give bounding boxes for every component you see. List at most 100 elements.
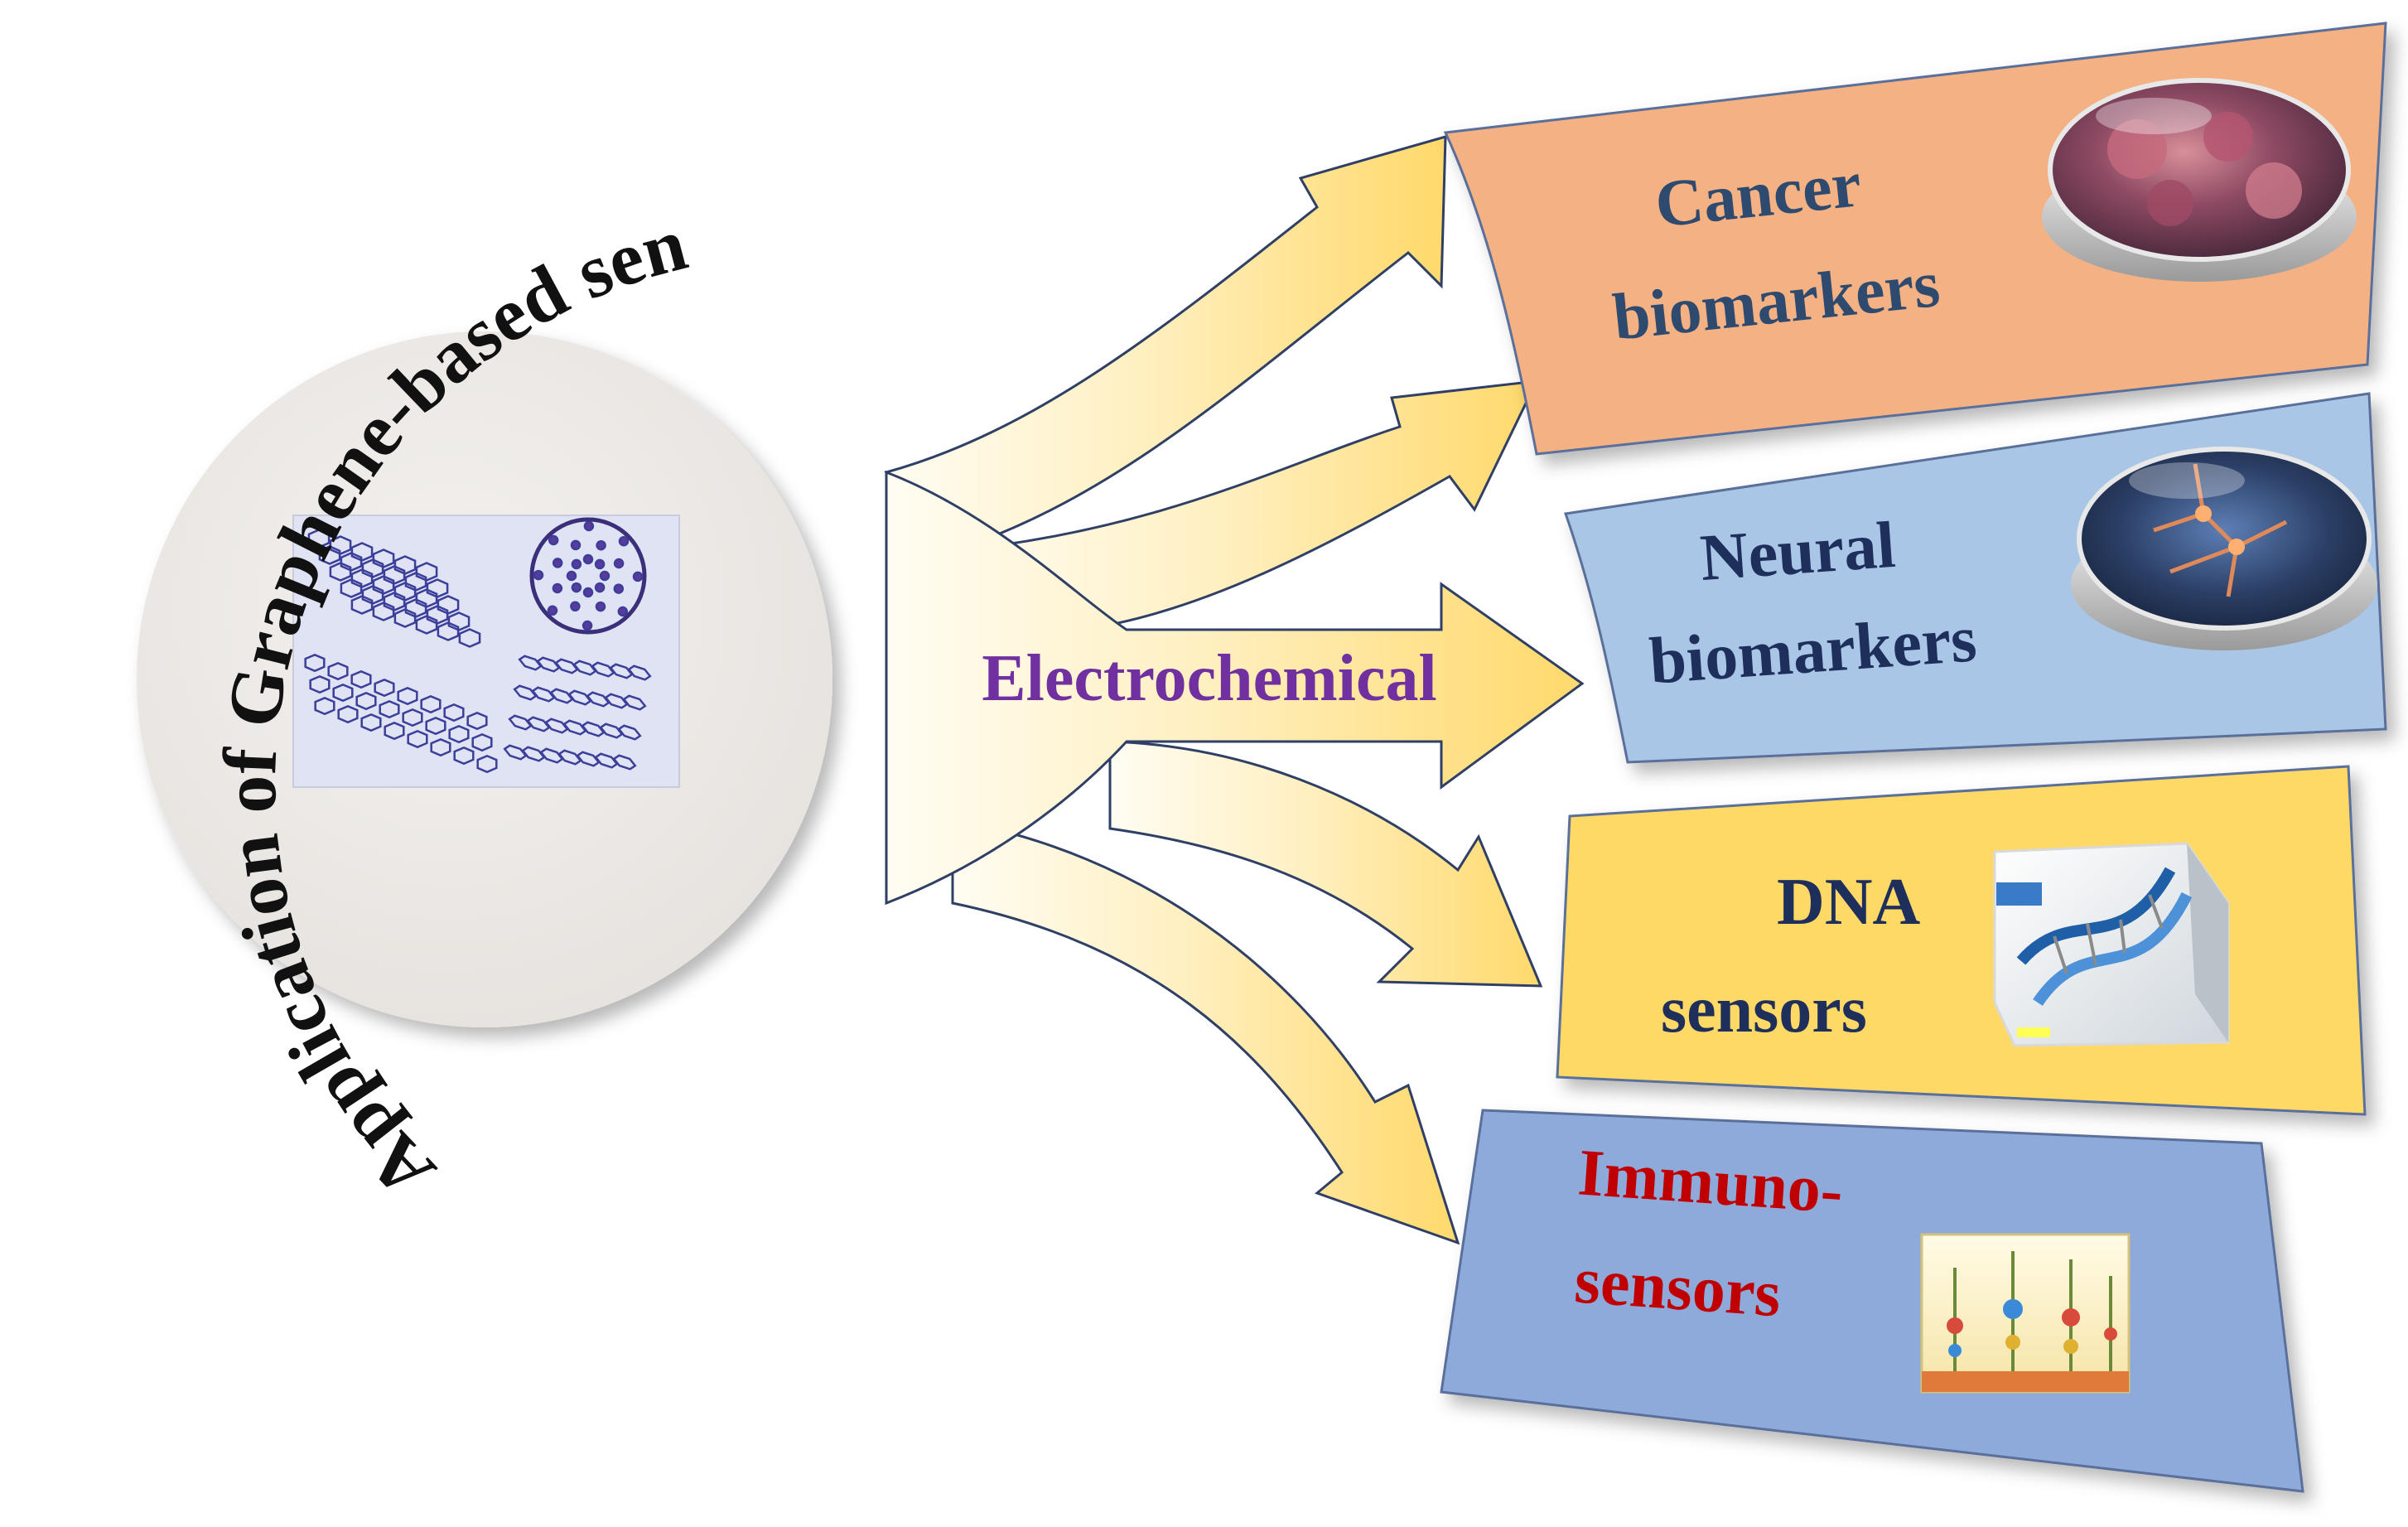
fullerene-atom xyxy=(594,558,606,570)
lattice-hexagon xyxy=(466,711,488,731)
lattice-hexagon xyxy=(581,721,606,737)
immunosensor-electrode-icon xyxy=(1920,1233,2131,1394)
lattice-hexagon xyxy=(526,716,551,732)
lattice-hexagon xyxy=(557,749,582,766)
lattice-hexagon xyxy=(567,689,592,706)
lattice-hexagon xyxy=(437,621,460,641)
lattice-hexagon xyxy=(384,721,405,741)
lattice-hexagon xyxy=(609,663,634,679)
card-immuno-line2: sensors xyxy=(1572,1244,1783,1331)
lattice-hexagon xyxy=(531,686,556,703)
fullerene-atom xyxy=(566,570,577,582)
lattice-hexagon xyxy=(393,608,417,628)
lattice-hexagon xyxy=(407,729,428,749)
fullerene-atom xyxy=(548,534,559,546)
lattice-hexagon xyxy=(572,660,597,676)
fullerene-atom xyxy=(581,620,593,631)
lattice-hexagon xyxy=(314,696,335,716)
lattice-hexagon xyxy=(576,751,601,767)
lattice-hexagon xyxy=(503,744,528,761)
fullerene-atom xyxy=(570,539,581,551)
fullerene-atom xyxy=(547,605,558,616)
lattice-hexagon xyxy=(397,686,418,706)
lattice-hexagon xyxy=(518,655,543,671)
lattice-hexagon xyxy=(415,615,438,635)
lattice-hexagon xyxy=(562,719,587,736)
fullerene-atom xyxy=(632,571,644,582)
lattice-hexagon xyxy=(350,595,374,615)
lattice-hexagon xyxy=(617,724,642,741)
fullerene-atom xyxy=(570,601,581,612)
lattice-hexagon xyxy=(355,691,377,711)
arrow-to-immuno xyxy=(951,819,1460,1245)
fullerene-atom xyxy=(596,539,606,551)
lattice-hexagon xyxy=(425,716,446,736)
card-dna-shape xyxy=(1556,765,2367,1116)
lattice-hexagon xyxy=(327,661,349,681)
cancer-cell-dish-icon xyxy=(2042,78,2357,282)
fullerene-atom xyxy=(582,553,594,565)
fullerene-atom xyxy=(594,582,606,593)
lattice-hexagon xyxy=(591,661,615,678)
lattice-hexagon xyxy=(458,628,481,648)
fullerene-outline xyxy=(529,517,647,635)
card-dna: DNA sensors xyxy=(1556,765,2367,1116)
fullerene-atom xyxy=(613,558,625,569)
lattice-hexagon xyxy=(453,746,475,766)
arrow-to-dna xyxy=(1108,740,1543,988)
lattice-hexagon xyxy=(420,694,442,714)
lattice-hexagon xyxy=(604,693,629,709)
lattice-hexagon xyxy=(536,656,561,673)
lattice-hexagon xyxy=(350,669,372,689)
dna-helix-icon xyxy=(1993,842,2230,1047)
center-label: Electrochemical xyxy=(982,642,1436,715)
arrow-to-cancer xyxy=(884,134,1447,553)
lattice-hexagon xyxy=(304,653,326,673)
lattice-hexagon xyxy=(549,688,574,704)
card-immuno: Immuno- sensors xyxy=(1440,1109,2304,1493)
card-neural: Neural biomarkers xyxy=(1563,392,2387,764)
lattice-hexagon xyxy=(599,722,624,739)
lattice-hexagon xyxy=(340,578,363,598)
lattice-hexagon xyxy=(309,674,331,694)
svg-text:Immuno- sensors: Immuno- sensors xyxy=(1568,1136,1861,1336)
card-immuno-shape xyxy=(1440,1109,2304,1493)
fullerene-atom xyxy=(552,582,563,594)
neuron-dish-icon xyxy=(2071,447,2377,650)
fullerene-atom xyxy=(613,583,625,594)
lattice-hexagon xyxy=(539,747,564,764)
fullerene-atom xyxy=(617,606,629,617)
main-bracket-arrow xyxy=(885,470,1585,906)
lattice-hexagon xyxy=(521,746,546,762)
lattice-hexagon xyxy=(612,754,637,771)
lattice-hexagon xyxy=(329,562,352,582)
fullerene-atom xyxy=(533,569,544,581)
card-dna-line1: DNA xyxy=(1777,866,1921,939)
lattice-hexagon xyxy=(374,678,395,698)
lattice-hexagon xyxy=(471,732,493,752)
lattice-hexagon xyxy=(430,737,451,757)
fullerene-atom xyxy=(599,570,610,582)
lattice-hexagon xyxy=(513,684,538,701)
fullerene-atom xyxy=(571,558,582,570)
lattice-hexagon xyxy=(554,658,579,674)
lattice-hexagon xyxy=(443,703,465,722)
fullerene-atom xyxy=(618,535,630,547)
fullerene-atom xyxy=(552,558,563,568)
lattice-hexagon xyxy=(332,683,354,703)
graphene-allotropes-image xyxy=(292,515,680,788)
lattice-hexagon xyxy=(337,704,359,724)
fullerene-atom xyxy=(583,520,595,532)
lattice-hexagon xyxy=(307,529,331,548)
fullerene-atom xyxy=(571,582,582,593)
lattice-hexagon xyxy=(627,664,652,681)
card-dna-line2: sensors xyxy=(1661,974,1867,1046)
lattice-hexagon xyxy=(544,718,569,734)
arrow-fan xyxy=(884,134,1585,1245)
lattice-hexagon xyxy=(476,754,498,774)
graphene-circle-group xyxy=(137,331,832,1027)
fullerene-atom xyxy=(582,587,594,598)
lattice-hexagon xyxy=(372,602,395,621)
lattice-hexagon xyxy=(402,708,423,727)
